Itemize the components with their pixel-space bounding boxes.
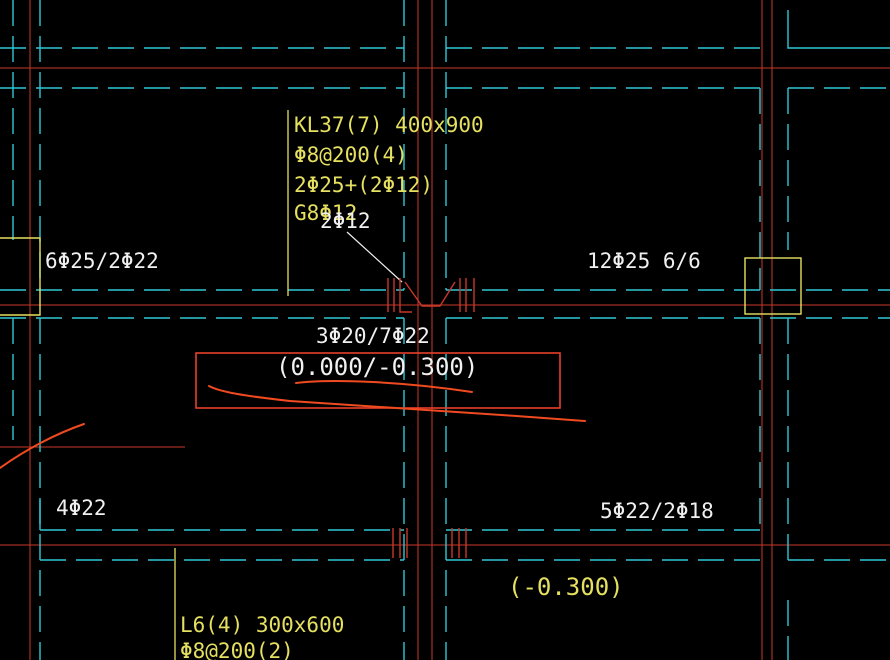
kl37-elevation-label: (0.000/-0.300) <box>276 353 478 381</box>
mark-3 <box>399 278 412 313</box>
bottom-bars-label: 3Φ20/7Φ22 <box>316 324 430 348</box>
cyan-corner-pieces <box>39 10 890 530</box>
highlight-box[interactable] <box>195 352 561 409</box>
waist-bars-label: 2Φ12 <box>320 209 371 233</box>
right-lower-label: 5Φ22/2Φ18 <box>600 499 714 523</box>
markup-long-stroke <box>208 385 586 422</box>
column-left <box>0 237 41 316</box>
section-marks <box>387 278 475 558</box>
l6-stirrups: Φ8@200(2) <box>180 639 294 660</box>
kl37-designation: KL37(7) 400x900 <box>294 113 484 137</box>
markup-left-stroke <box>0 423 85 469</box>
rebar-labels: 2Φ12 6Φ25/2Φ22 12Φ25 6/6 3Φ20/7Φ22 (0.00… <box>45 209 714 523</box>
kl37-side-bars: G8Φ12 <box>294 201 357 225</box>
l6-designation: L6(4) 300x600 <box>180 613 344 637</box>
corner-top-right <box>787 10 890 49</box>
l6-elevation-label: (-0.300) <box>508 573 624 601</box>
markup-short-stroke <box>295 380 473 393</box>
markup-strokes <box>0 380 586 469</box>
left-lower-label: 4Φ22 <box>56 496 107 520</box>
kl37-annotation: KL37(7) 400x900 Φ8@200(4) 2Φ25+(2Φ12) G8… <box>294 113 484 225</box>
column-right <box>744 257 802 315</box>
kl37-stirrups: Φ8@200(4) <box>294 143 408 167</box>
column-outlines <box>0 237 802 316</box>
l6-annotation: (-0.300) L6(4) 300x600 Φ8@200(2) <box>180 573 624 660</box>
leader-waist-bars <box>346 231 403 283</box>
kl37-top-bars: 2Φ25+(2Φ12) <box>294 173 433 197</box>
mark-break <box>404 281 456 307</box>
right-support-top-label: 12Φ25 6/6 <box>587 249 701 273</box>
leader-lines <box>174 110 289 660</box>
left-support-top-label: 6Φ25/2Φ22 <box>45 249 159 273</box>
